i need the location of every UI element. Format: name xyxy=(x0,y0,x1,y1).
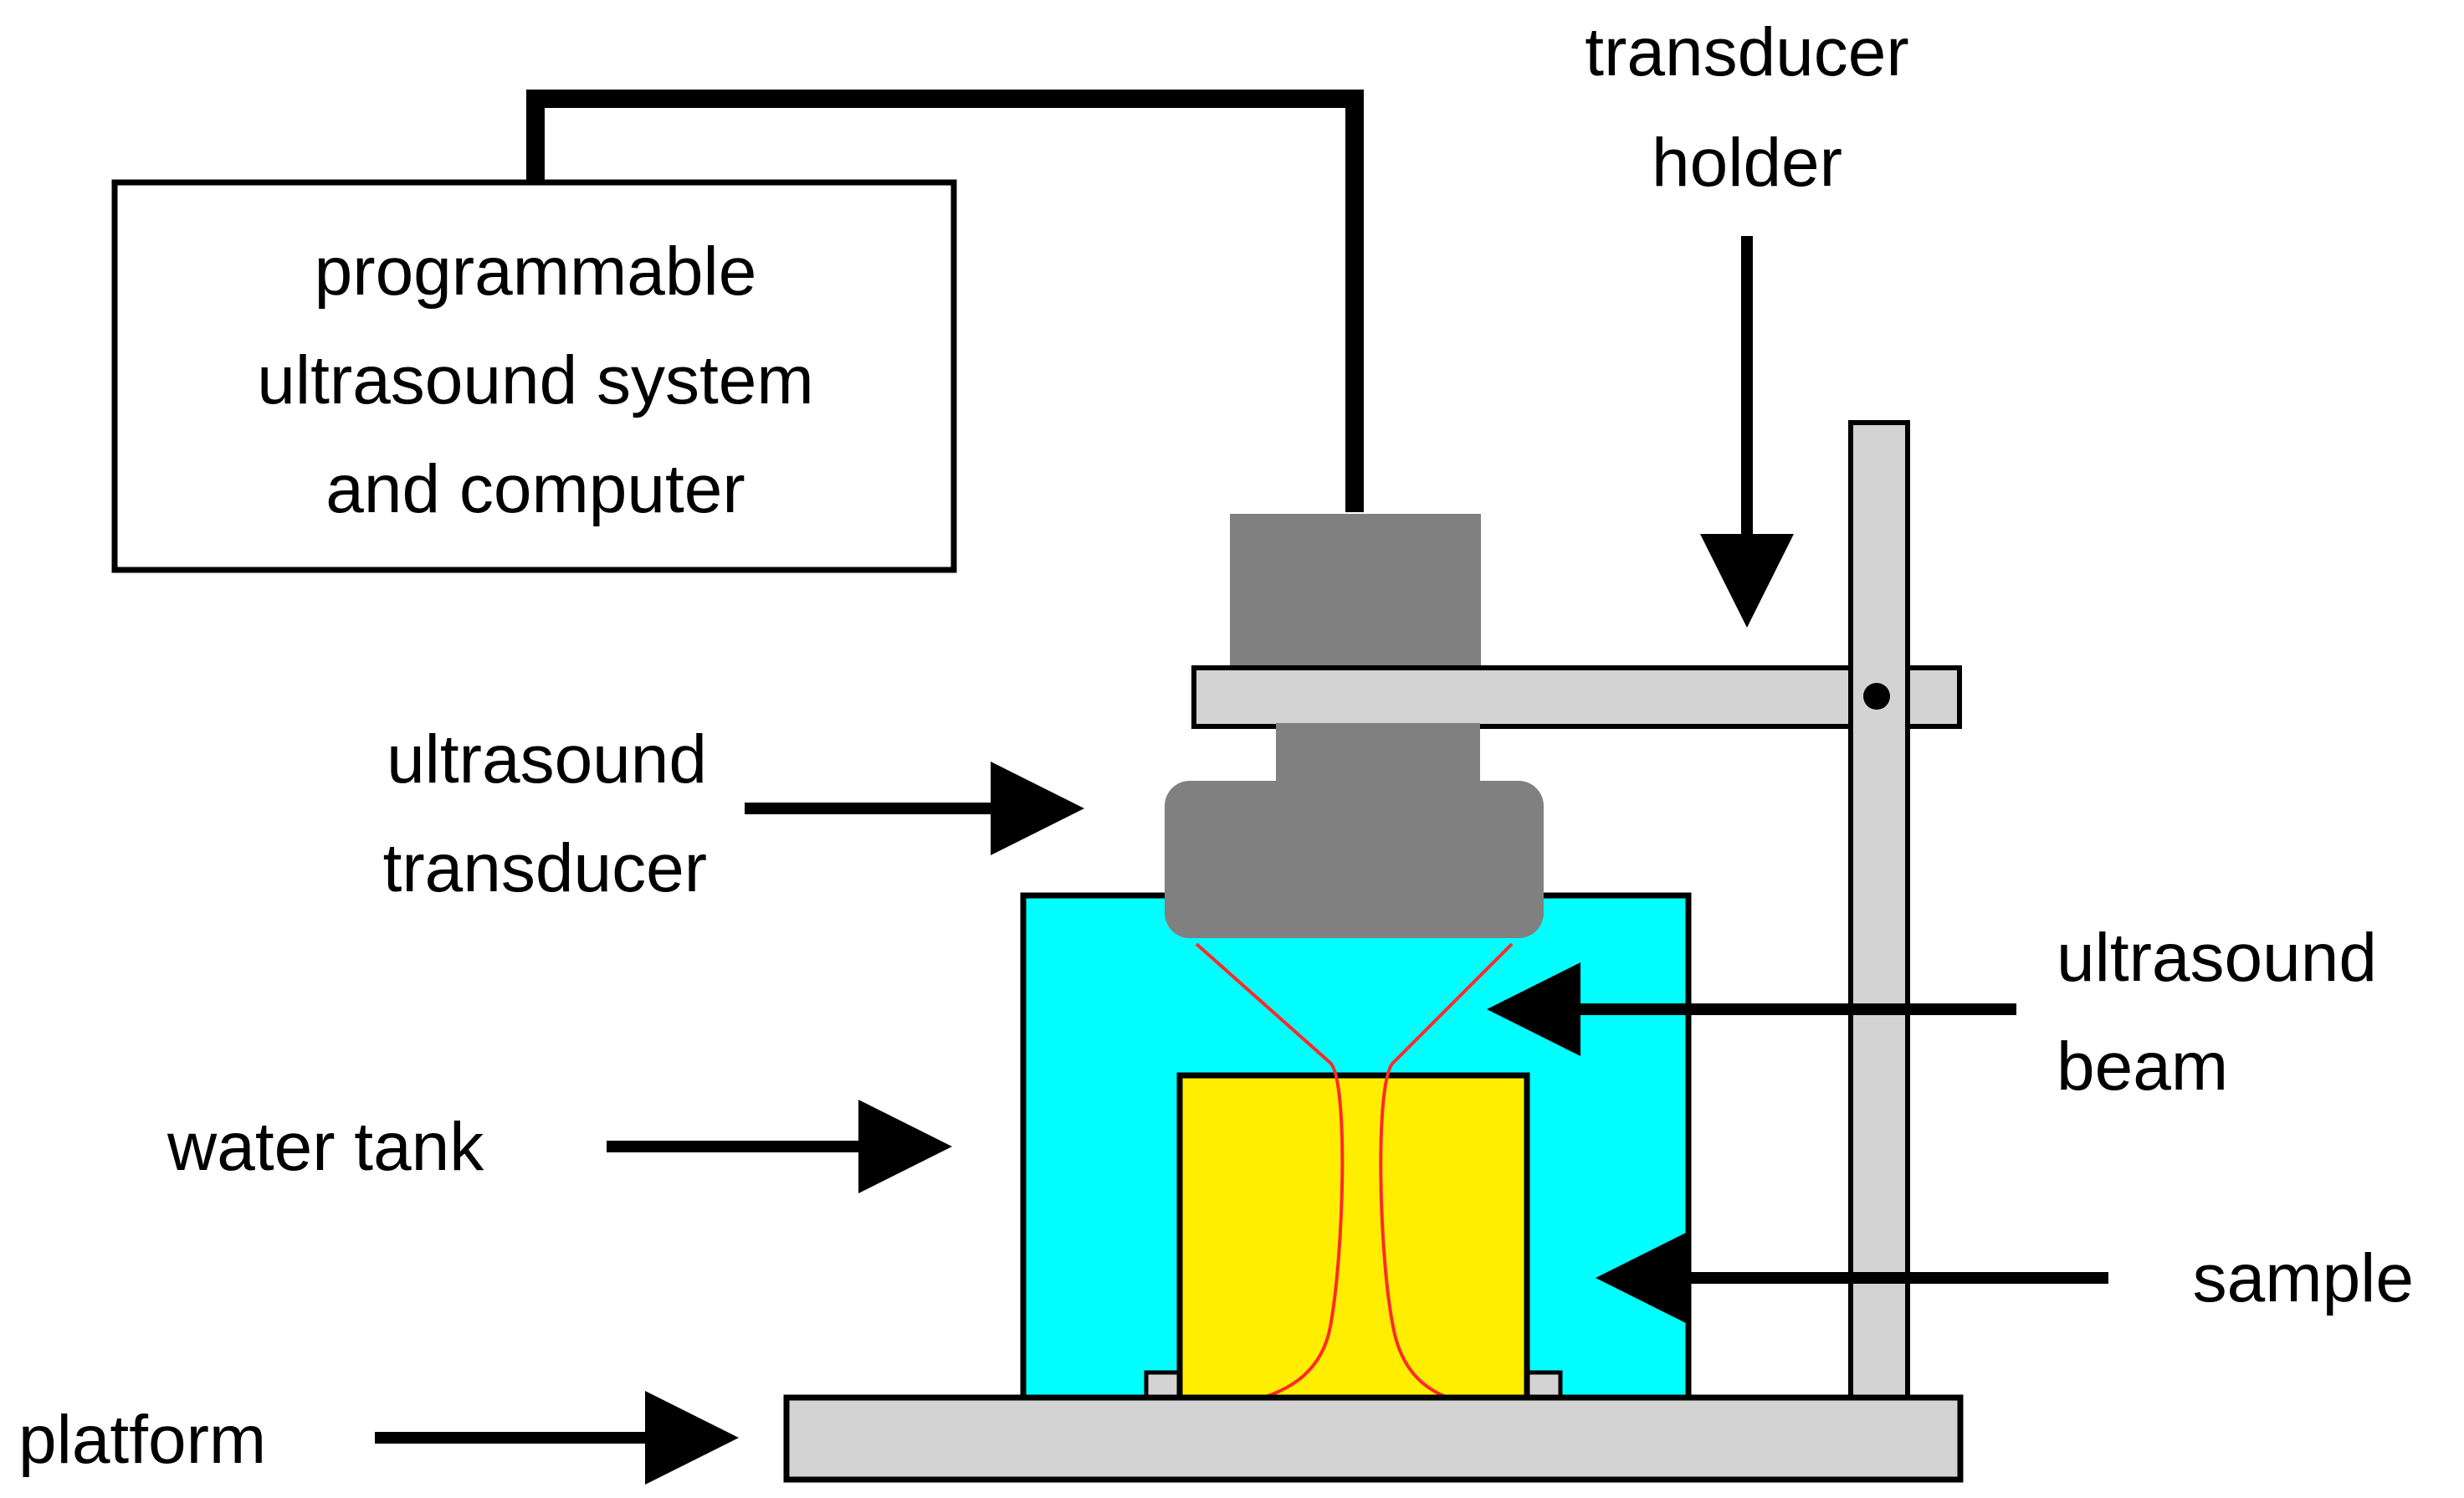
system-box-line-2: ultrasound system xyxy=(257,342,813,418)
system-box-line-3: and computer xyxy=(325,451,745,527)
holder-post xyxy=(1848,420,1910,1403)
holder-pivot-icon xyxy=(1863,683,1890,710)
sample-block xyxy=(1176,1072,1530,1405)
system-box-line-1: programmable xyxy=(315,233,757,310)
platform-label: platform xyxy=(18,1402,266,1478)
ultrasound-system-box xyxy=(111,179,957,573)
ultrasound-transducer-label-line-2: transducer xyxy=(383,830,707,906)
holder-arm xyxy=(1191,665,1962,729)
transducer-holder-label-line-2: holder xyxy=(1652,125,1842,201)
sample-mount-right xyxy=(1524,1370,1563,1400)
sample-label: sample xyxy=(2193,1240,2414,1316)
ultrasound-transducer-label-line-1: ultrasound xyxy=(387,721,707,798)
sample-mount-left xyxy=(1144,1370,1182,1400)
ultrasound-beam-label-line-2: beam xyxy=(2057,1029,2228,1105)
ultrasound-beam-label-line-1: ultrasound xyxy=(2057,920,2377,996)
transducer-holder-label-line-1: transducer xyxy=(1585,14,1908,90)
transducer-upper-body xyxy=(1230,514,1481,673)
platform xyxy=(783,1394,1964,1483)
water-tank-label: water tank xyxy=(166,1109,484,1185)
signal-cable xyxy=(526,90,1364,512)
ultrasound-beam-left xyxy=(1195,942,1345,1399)
transducer-neck xyxy=(1276,723,1480,790)
transducer-head xyxy=(1165,781,1544,938)
ultrasound-beam-right xyxy=(1379,942,1514,1399)
